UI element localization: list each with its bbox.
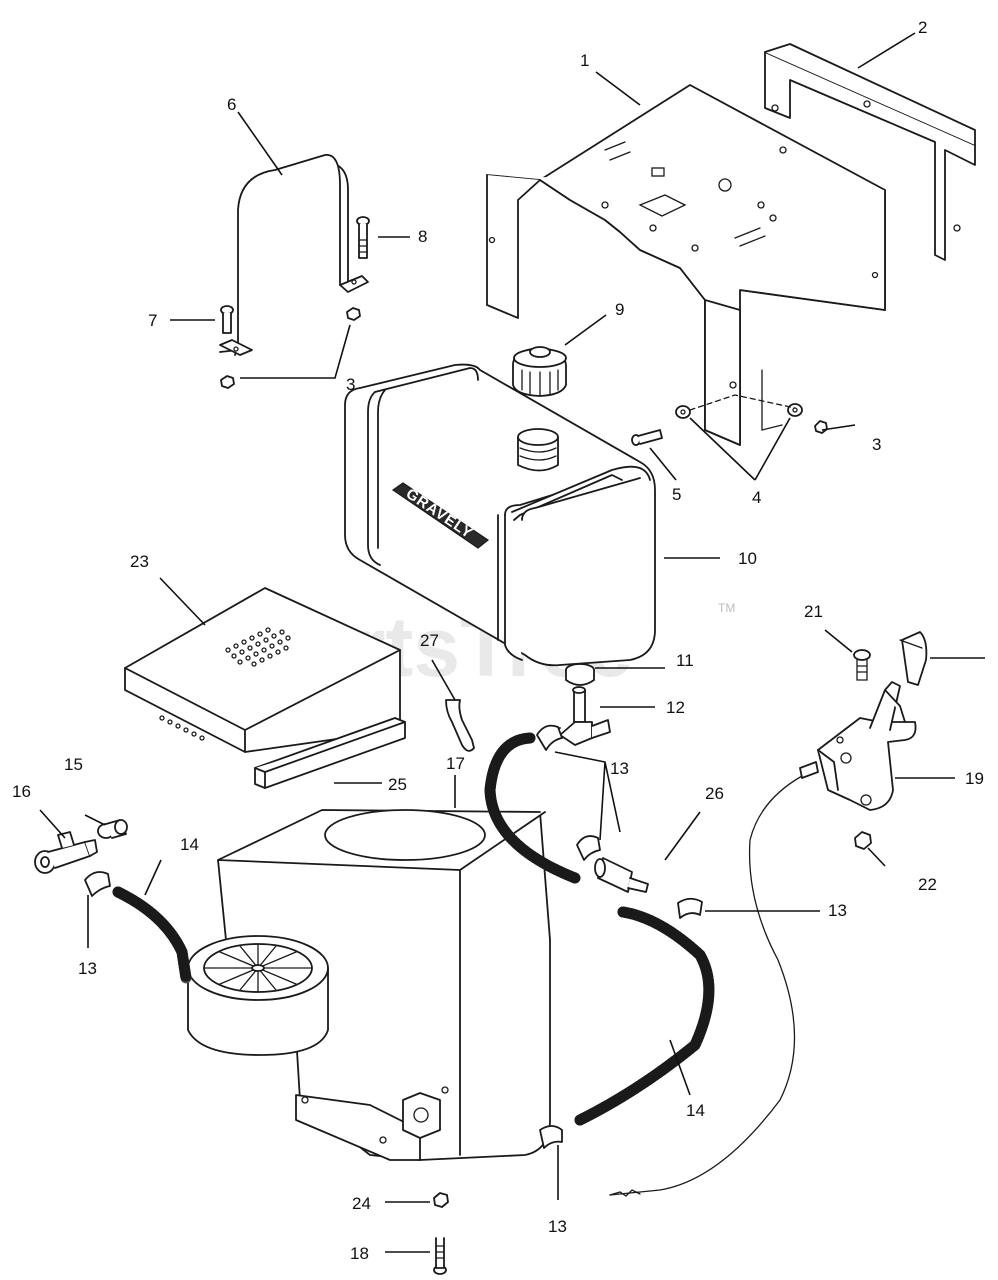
callout-17: 17 bbox=[446, 754, 465, 773]
part-1-frame bbox=[486, 84, 886, 446]
callout-18: 18 bbox=[350, 1244, 369, 1263]
callout-10: 10 bbox=[738, 549, 757, 568]
callout-12: 12 bbox=[666, 698, 685, 717]
callout-1: 1 bbox=[580, 51, 589, 70]
callout-25: 25 bbox=[388, 775, 407, 794]
fuel-hose-upper bbox=[484, 732, 581, 884]
part-10-fuel-tank: GRAVELY bbox=[344, 363, 656, 667]
part-8-bolt bbox=[356, 216, 370, 259]
callout-3a: 3 bbox=[346, 375, 355, 394]
callout-8: 8 bbox=[418, 227, 427, 246]
callout-6: 6 bbox=[227, 95, 236, 114]
callout-24: 24 bbox=[352, 1194, 371, 1213]
part-7-bolt bbox=[220, 305, 234, 334]
callout-21: 21 bbox=[804, 602, 823, 621]
part-27-clip bbox=[445, 699, 475, 752]
part-5-bolt bbox=[631, 429, 663, 446]
callout-27: 27 bbox=[420, 631, 439, 650]
part-25-strip bbox=[254, 717, 406, 789]
callout-23: 23 bbox=[130, 552, 149, 571]
watermark-trademark: TM bbox=[718, 601, 735, 615]
callout-14b: 14 bbox=[686, 1101, 705, 1120]
part-19-throttle-control bbox=[609, 631, 928, 1197]
leader-lines bbox=[39, 32, 985, 1253]
callout-3b: 3 bbox=[872, 435, 881, 454]
part-24-nut bbox=[433, 1192, 449, 1208]
part-15-fitting bbox=[97, 819, 128, 839]
tank-brand-plate bbox=[391, 482, 490, 549]
callout-9: 9 bbox=[615, 300, 624, 319]
part-6-tank-strap bbox=[219, 154, 369, 356]
part-14-hose-left bbox=[112, 886, 192, 984]
part-18-bolt bbox=[433, 1237, 447, 1275]
cover-vent-holes bbox=[159, 627, 291, 741]
part-4-washers bbox=[675, 369, 803, 431]
callout-labels: 1 2 3 3 4 5 6 7 8 9 10 11 12 13 13 13 13… bbox=[12, 18, 984, 1263]
callout-26: 26 bbox=[705, 784, 724, 803]
callout-4: 4 bbox=[752, 488, 761, 507]
callout-13c: 13 bbox=[78, 959, 97, 978]
callout-13a: 13 bbox=[610, 759, 629, 778]
callout-11: 11 bbox=[676, 651, 694, 670]
callout-2: 2 bbox=[918, 18, 927, 37]
callout-19: 19 bbox=[965, 769, 984, 788]
part-22-nut bbox=[854, 831, 872, 850]
callout-13b: 13 bbox=[828, 901, 847, 920]
part-9-fuel-cap bbox=[512, 346, 567, 397]
part-17-engine bbox=[217, 809, 551, 1161]
part-11-grommet bbox=[565, 663, 595, 686]
callout-22: 22 bbox=[918, 875, 937, 894]
callout-7: 7 bbox=[148, 311, 157, 330]
part-13-clamps bbox=[84, 724, 703, 1149]
part-16-tee-fitting bbox=[34, 831, 98, 874]
air-cleaner bbox=[187, 935, 329, 1056]
part-26-filter bbox=[594, 857, 649, 893]
callout-14a: 14 bbox=[180, 835, 199, 854]
callout-16: 16 bbox=[12, 782, 31, 801]
part-23-cover bbox=[124, 587, 401, 753]
callout-13d: 13 bbox=[548, 1217, 567, 1236]
callout-15: 15 bbox=[64, 755, 83, 774]
part-14-hose-right bbox=[574, 906, 715, 1126]
part-21-screw bbox=[853, 649, 871, 681]
part-2-bracket bbox=[764, 43, 976, 261]
callout-5: 5 bbox=[672, 485, 681, 504]
